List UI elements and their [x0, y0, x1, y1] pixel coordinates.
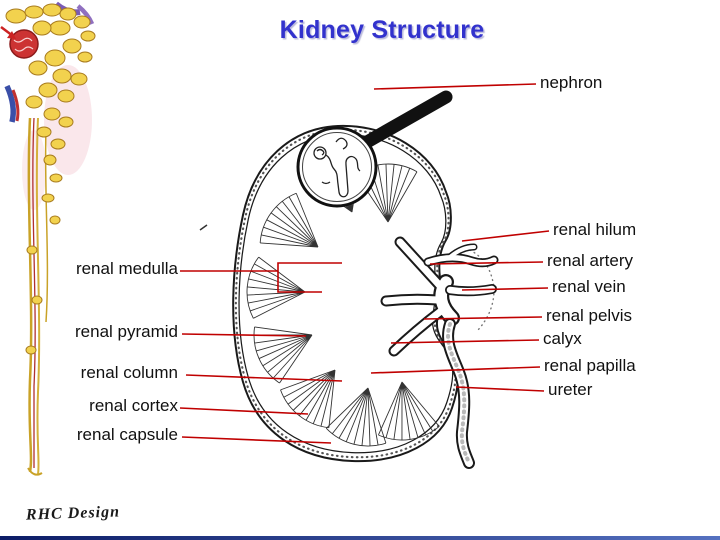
- glomerulus-art: [9, 29, 39, 59]
- label-renal-pyramid: renal pyramid: [75, 322, 178, 341]
- magnifier: [296, 90, 453, 208]
- magnifier-handle: [360, 90, 453, 149]
- label-nephron: nephron: [540, 73, 603, 92]
- ureter-tube: [442, 318, 475, 469]
- label-renal-column: renal column: [80, 363, 178, 382]
- medulla-bracket: [277, 262, 342, 293]
- tubule-cross-sections: [5, 3, 96, 355]
- label-renal-papilla: renal papilla: [544, 356, 636, 375]
- label-calyx: calyx: [543, 329, 582, 348]
- nephron-sketch: [313, 137, 361, 198]
- leader-ureter: [455, 386, 545, 392]
- leader-renal-vein: [461, 287, 549, 291]
- label-renal-pelvis: renal pelvis: [546, 306, 632, 325]
- kidney-illustration: [199, 124, 499, 469]
- leader-renal-capsule: [181, 436, 332, 444]
- leader-lines: [179, 83, 550, 444]
- label-renal-capsule: renal capsule: [76, 425, 178, 444]
- leader-renal-column: [185, 374, 343, 382]
- leader-renal-hilum: [461, 230, 550, 242]
- renal-artery-vessel: [423, 243, 499, 268]
- leader-nephron: [373, 83, 537, 90]
- renal-pelvis-and-calyces: [380, 236, 495, 357]
- leader-renal-papilla: [370, 366, 541, 374]
- leader-renal-pelvis: [423, 316, 543, 320]
- leader-renal-artery: [429, 261, 544, 265]
- leader-renal-cortex: [179, 407, 309, 415]
- label-renal-hilum: renal hilum: [553, 220, 637, 239]
- credit-signature: RHC Design: [25, 503, 121, 524]
- bottom-accent-bar: [0, 536, 720, 540]
- magnifier-lens: [296, 126, 378, 208]
- nephron-microscopic-art: [0, 1, 96, 476]
- label-renal-medulla: renal medulla: [75, 259, 178, 278]
- label-renal-artery: renal artery: [547, 251, 633, 270]
- label-renal-vein: renal vein: [552, 277, 626, 296]
- leader-calyx: [390, 339, 540, 344]
- label-renal-cortex: renal cortex: [89, 396, 178, 415]
- leader-renal-pyramid: [181, 333, 307, 337]
- label-ureter: ureter: [548, 380, 593, 399]
- slide-title: Kidney Structure: [279, 16, 485, 44]
